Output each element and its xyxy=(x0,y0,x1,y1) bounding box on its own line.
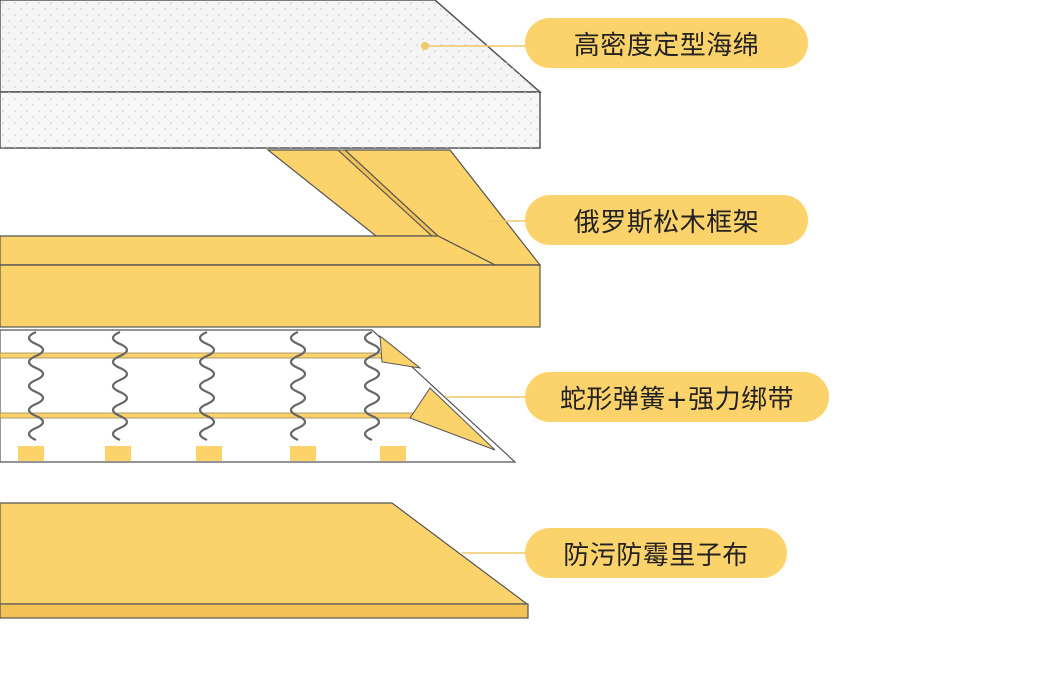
spring-coil xyxy=(363,330,381,442)
label-springs-straps: 蛇形弹簧+强力绑带 xyxy=(525,372,829,422)
spring-clip xyxy=(290,446,316,461)
foam-layer xyxy=(0,0,542,149)
label-lining-fabric: 防污防霉里子布 xyxy=(525,528,787,578)
spring-clip xyxy=(18,446,44,461)
spring-coil xyxy=(289,330,307,442)
spring-clip xyxy=(380,446,406,461)
spring-coil xyxy=(111,330,129,442)
leader-lines xyxy=(421,42,528,554)
spring-coil xyxy=(27,330,45,442)
spring-clip xyxy=(196,446,222,461)
spring-layer xyxy=(0,329,517,463)
label-wood-frame: 俄罗斯松木框架 xyxy=(525,195,808,245)
spring-clip xyxy=(105,446,131,461)
wood-frame-layer xyxy=(0,149,542,328)
spring-coil xyxy=(198,330,216,442)
lining-fabric-layer xyxy=(0,502,529,619)
label-foam: 高密度定型海绵 xyxy=(525,18,808,68)
